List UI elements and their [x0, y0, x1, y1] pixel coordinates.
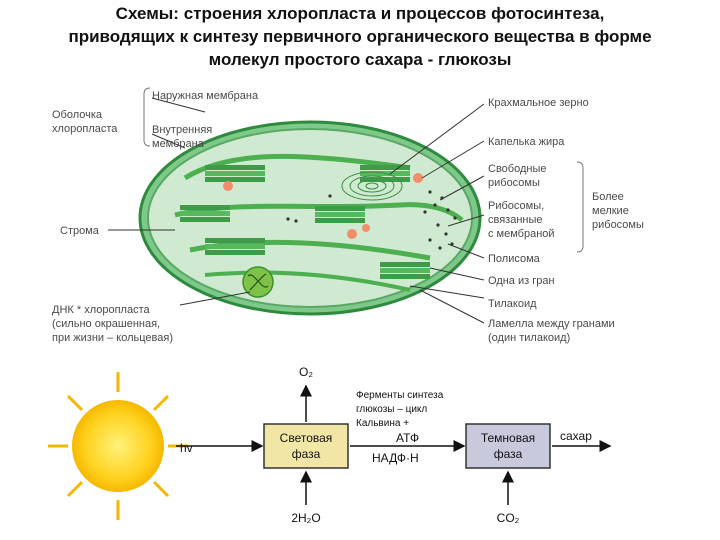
label-hv: hv — [180, 441, 193, 455]
dna-strand — [247, 273, 269, 291]
leader-lines — [108, 97, 485, 324]
label-envelope-1: Оболочка — [52, 109, 103, 121]
label-dna-1: ДНК * хлоропласта — [52, 304, 150, 316]
enzymes-note-3: Кальвина + — [356, 418, 409, 429]
label-dna-2: (сильно окрашенная, — [52, 318, 160, 330]
label-bound-ribosomes-3: с мембраной — [488, 228, 555, 240]
dark-phase-box — [465, 423, 551, 469]
label-smaller-ribosomes-2: мелкие — [592, 205, 629, 217]
label-polysome: Полисома — [488, 253, 541, 265]
dark-phase-label-2: фаза — [494, 447, 523, 461]
label-inner-membrane-1: Внутренняя — [152, 124, 212, 136]
lamella-top — [183, 153, 411, 181]
label-bound-ribosomes-1: Рибосомы, — [488, 200, 544, 212]
label-atp: АТФ — [396, 431, 419, 445]
light-phase-box — [263, 423, 349, 469]
sun-icon — [48, 372, 188, 520]
lamella-bottom — [204, 270, 411, 292]
label-starch: Крахмальное зерно — [488, 97, 589, 109]
dark-phase-label-1: Темновая — [481, 431, 535, 445]
label-smaller-ribosomes-1: Более — [592, 191, 624, 203]
light-phase-label-2: фаза — [292, 447, 321, 461]
ribosomes — [286, 190, 457, 250]
label-smaller-ribosomes-3: рибосомы — [592, 219, 644, 231]
fat-drop-3 — [347, 229, 357, 239]
enzymes-note-1: Ферменты синтеза — [356, 390, 444, 401]
smaller-ribosomes-bracket — [576, 161, 584, 253]
label-inner-membrane-2: мембрана — [152, 138, 205, 150]
label-o2: O₂ — [299, 365, 313, 379]
starch-grain — [341, 171, 403, 201]
label-bound-ribosomes-2: связанные — [488, 214, 543, 226]
label-fat: Капелька жира — [488, 136, 565, 148]
granum-stack-3 — [205, 238, 265, 255]
label-stroma: Строма — [60, 225, 100, 237]
label-dna-3: при жизни – кольцевая) — [52, 332, 173, 344]
label-free-ribosomes-1: Свободные — [488, 163, 546, 175]
label-free-ribosomes-2: рибосомы — [488, 177, 540, 189]
label-nadph: НАДФ·Н — [372, 451, 419, 465]
fat-drop-4 — [362, 224, 370, 232]
label-water: 2H₂O — [291, 511, 320, 525]
granum-stack-2 — [180, 205, 230, 222]
fat-drop-2 — [413, 173, 423, 183]
granum-stack-1 — [205, 165, 265, 182]
label-outer-membrane: Наружная мембрана — [152, 90, 259, 102]
label-granum: Одна из гран — [488, 275, 555, 287]
title-line-1: Схемы: строения хлоропласта и процессов … — [115, 4, 605, 23]
label-co2: CO₂ — [497, 511, 520, 525]
label-sugar: сахар — [560, 429, 592, 443]
label-lamella-2: (один тилакоид) — [488, 332, 570, 344]
label-envelope-2: хлоропласта — [52, 123, 118, 135]
light-phase-label-1: Световая — [280, 431, 333, 445]
title-line-3: молекул простого сахара - глюкозы — [208, 50, 512, 69]
fat-drop-1 — [223, 181, 233, 191]
envelope-bracket — [143, 87, 151, 147]
enzymes-note-2: глюкозы – цикл — [356, 404, 427, 415]
page-title: Схемы: строения хлоропласта и процессов … — [0, 2, 720, 71]
label-lamella-1: Ламелла между гранами — [488, 318, 615, 330]
label-thylakoid: Тилакоид — [488, 298, 537, 310]
granum-stack-5 — [315, 206, 365, 223]
title-line-2: приводящих к синтезу первичного органиче… — [68, 27, 652, 46]
granum-stack-6 — [380, 262, 430, 279]
